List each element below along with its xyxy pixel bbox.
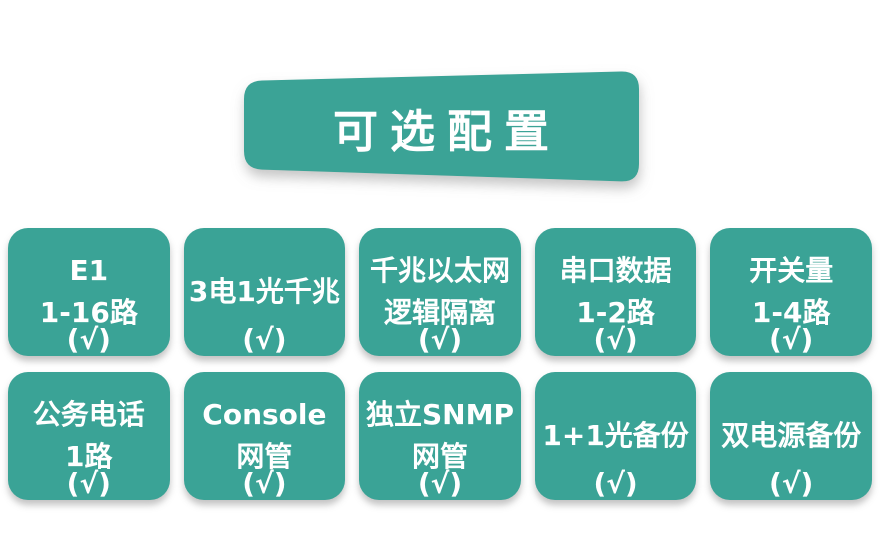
config-card-text: E1 1-16路 — [8, 228, 170, 356]
config-card-line: 3电1光千兆 — [188, 275, 340, 308]
config-card: E1 1-16路(√) — [8, 228, 170, 356]
config-card: 千兆以太网逻辑隔离(√) — [359, 228, 521, 356]
config-card: 1+1光备份 (√) — [534, 372, 697, 500]
check-mark: (√) — [417, 323, 463, 356]
config-card-line: 独立SNMP — [365, 398, 514, 431]
check-mark: (√) — [769, 323, 814, 356]
config-card-text: 独立SNMP 网管 — [359, 372, 521, 500]
config-card: 双电源备份 (√) — [710, 372, 872, 500]
config-card-line: 网管 — [411, 440, 468, 473]
config-card: 公务电话 1路(√) — [8, 372, 170, 500]
config-card: 3电1光千兆 (√) — [183, 228, 346, 356]
config-card-line: 1-2路 — [576, 296, 655, 329]
config-card-line: 开关量 — [749, 254, 834, 287]
check-mark: (√) — [593, 467, 638, 500]
config-card-line: 1+1光备份 — [542, 419, 689, 452]
config-card-text: 串口数据 1-2路 — [535, 228, 697, 356]
config-card-line: E1 — [69, 254, 109, 287]
check-mark: (√) — [66, 467, 111, 500]
config-card-text: 公务电话 1路 — [8, 372, 170, 500]
config-card-line: 逻辑隔离 — [383, 296, 496, 329]
check-mark: (√) — [242, 323, 287, 356]
config-card-line: 1-4路 — [751, 296, 831, 329]
config-card-line: 串口数据 — [559, 254, 672, 287]
config-card: Console 网管(√) — [183, 372, 346, 500]
config-card-line: Console — [202, 398, 327, 431]
banner-shape-canvas — [244, 71, 639, 182]
check-mark: (√) — [66, 323, 111, 356]
config-card-text: 双电源备份 — [710, 372, 872, 500]
check-mark: (√) — [593, 323, 638, 356]
config-card-line: 千兆以太网 — [369, 254, 510, 287]
config-card-line: 双电源备份 — [721, 419, 862, 452]
banner-shape — [244, 71, 639, 182]
config-card-text: 3电1光千兆 — [184, 228, 346, 356]
check-mark: (√) — [769, 467, 814, 500]
config-card: 串口数据 1-2路(√) — [534, 228, 697, 356]
config-card-line: 1路 — [65, 440, 113, 473]
config-card-line: 公务电话 — [32, 398, 145, 431]
check-mark: (√) — [417, 467, 463, 500]
config-card-line: 网管 — [236, 440, 293, 473]
config-card-text: 开关量 1-4路 — [710, 228, 872, 356]
banner-title: 可选配置 — [332, 104, 561, 158]
check-mark: (√) — [242, 467, 287, 500]
config-card-text: 1+1光备份 — [535, 372, 697, 500]
config-card: 独立SNMP 网管(√) — [359, 372, 521, 500]
config-card-text: 千兆以太网逻辑隔离 — [359, 228, 521, 356]
config-card-text: Console 网管 — [184, 372, 346, 500]
config-card-line: 1-16路 — [39, 296, 138, 329]
config-card: 开关量 1-4路(√) — [710, 228, 872, 356]
